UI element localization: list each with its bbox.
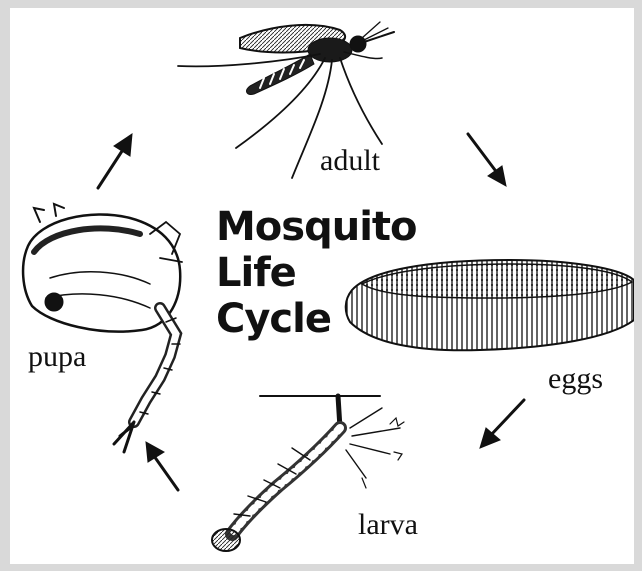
arrow-adult-to-eggs bbox=[468, 134, 506, 186]
arrow-larva-to-pupa bbox=[146, 442, 178, 490]
arrow-pupa-to-adult bbox=[98, 134, 132, 188]
title-line-2: Life bbox=[216, 250, 417, 296]
label-adult: adult bbox=[320, 144, 380, 178]
label-larva: larva bbox=[358, 508, 418, 542]
label-eggs: eggs bbox=[548, 362, 603, 396]
arrow-eggs-to-larva bbox=[480, 400, 524, 448]
diagram-title: Mosquito Life Cycle bbox=[216, 204, 417, 342]
diagram-frame: Mosquito Life Cycle adult eggs larva pup… bbox=[10, 8, 634, 564]
title-line-1: Mosquito bbox=[216, 204, 417, 250]
title-line-3: Cycle bbox=[216, 296, 417, 342]
label-pupa: pupa bbox=[28, 340, 86, 374]
pupa-illustration bbox=[23, 204, 182, 452]
